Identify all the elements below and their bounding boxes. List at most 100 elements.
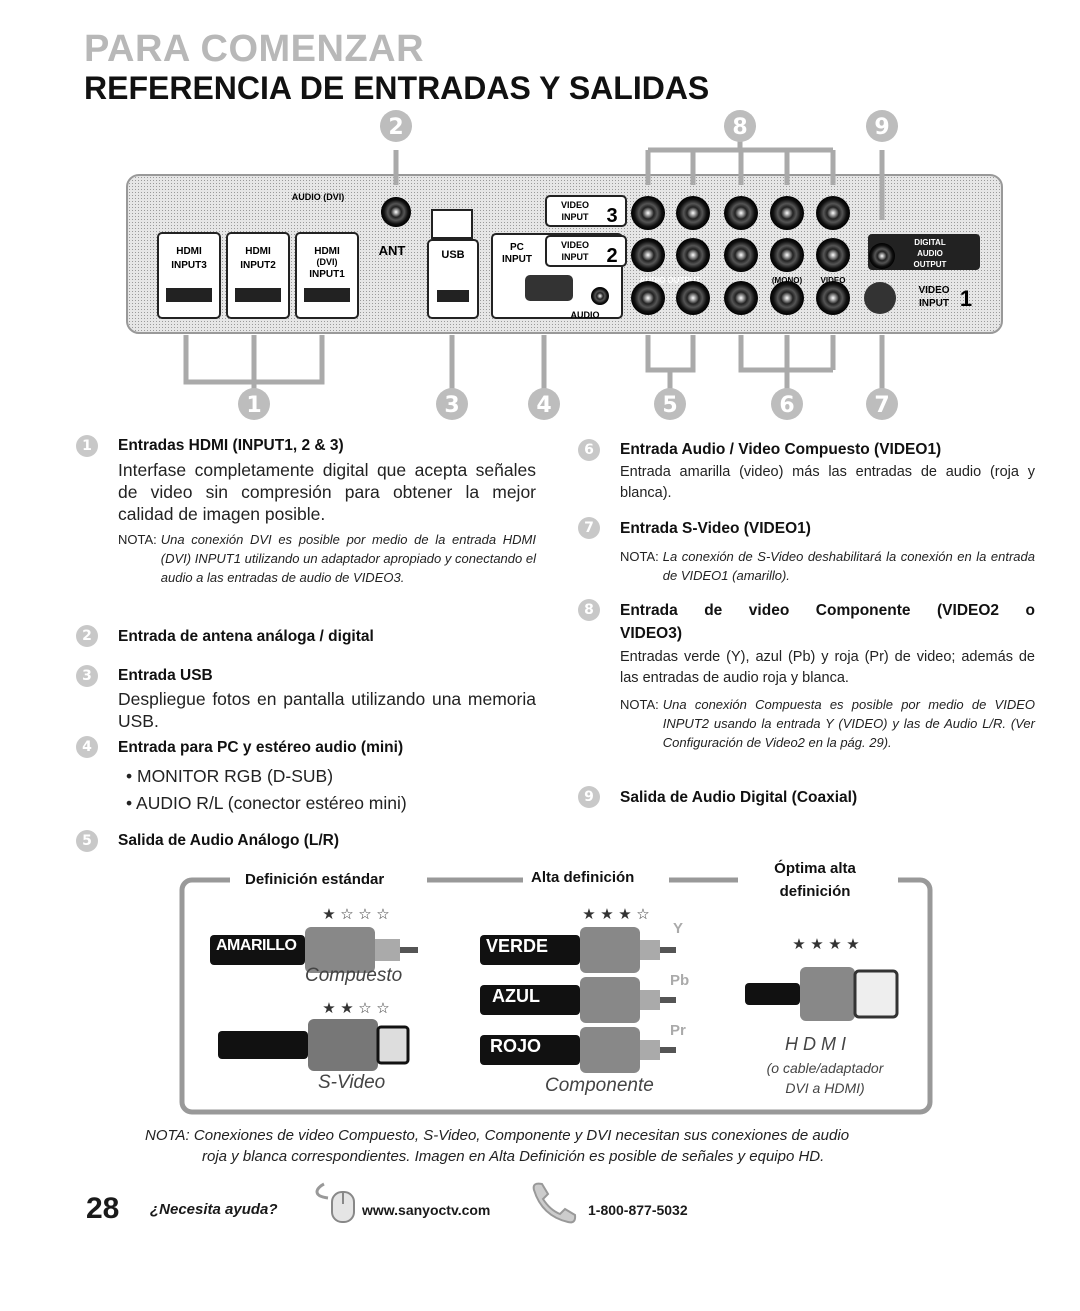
hdmi-caption: H D M I — [785, 1034, 846, 1054]
callout-5: 5 — [662, 393, 677, 418]
composite-cable — [210, 927, 418, 973]
component-caption: Componente — [545, 1075, 654, 1096]
component-cables — [480, 927, 676, 1073]
callout-7: 7 — [874, 393, 889, 418]
amarillo-label: AMARILLO — [216, 937, 297, 954]
rating-star-svideo: ★ — [322, 999, 335, 1017]
callout-8: 8 — [732, 115, 747, 140]
svg-text:VIDEO: VIDEO — [918, 285, 949, 296]
rating-star-compuesto: ☆ — [340, 905, 353, 923]
connector-panel-diagram: 2 8 9 1 3 4 5 6 7 HDMI INPUT3 HDMI INPUT… — [126, 110, 1003, 420]
section-number-1: 1 — [76, 435, 98, 457]
svg-text:OUTPUT: OUTPUT — [914, 260, 947, 269]
svg-text:INPUT2: INPUT2 — [240, 260, 276, 271]
callout-9: 9 — [874, 115, 889, 140]
pb-label: Pb — [670, 972, 690, 989]
composite-input-heading: Entrada Audio / Video Compuesto (VIDEO1) — [620, 441, 942, 458]
svg-text:PC: PC — [510, 242, 524, 253]
rating-star-svideo: ☆ — [358, 999, 371, 1017]
note-text-line2: roja y blanca correspondientes. Imagen e… — [202, 1148, 825, 1165]
mouse-icon — [315, 1182, 355, 1223]
phone-number: 1-800-877-5032 — [588, 1202, 688, 1218]
video-quality-comparison: ★☆☆☆★★☆☆★★★☆★★★★ — [179, 855, 933, 1115]
rating-star-compuesto: ★ — [322, 905, 335, 923]
rating-star-componente: ☆ — [636, 905, 649, 923]
composite-caption: Compuesto — [305, 965, 403, 986]
digital-audio-output-port — [869, 243, 895, 269]
hdmi-inputs-description: Interfase completamente digital que acep… — [118, 460, 536, 524]
antenna-input-heading: Entrada de antena análoga / digital — [118, 628, 374, 645]
svg-text:AUDIO: AUDIO — [917, 249, 943, 258]
section-number-4: 4 — [76, 736, 98, 758]
website-link[interactable]: www.sanyoctv.com — [362, 1202, 491, 1218]
section-number-7: 7 — [578, 517, 600, 539]
rating-star-componente: ★ — [618, 905, 631, 923]
svideo-port — [864, 282, 896, 314]
svg-text:ANT: ANT — [379, 243, 406, 258]
note-text-line1: Conexiones de video Compuesto, S-Video, … — [193, 1127, 850, 1144]
antenna-port — [381, 197, 411, 227]
section-number-9: 9 — [578, 786, 600, 808]
svg-text:USB: USB — [441, 249, 464, 261]
hdmi-note-line1: (o cable/adaptador — [766, 1060, 884, 1076]
phone-icon — [532, 1182, 577, 1224]
callout-4: 4 — [536, 393, 551, 418]
analog-audio-output-heading: Salida de Audio Análogo (L/R) — [118, 832, 340, 849]
pc-bullet-audio: • AUDIO R/L (conector estéreo mini) — [126, 793, 407, 813]
svideo-input-heading: Entrada S-Video (VIDEO1) — [620, 520, 811, 537]
svg-text:3: 3 — [606, 205, 617, 227]
rating-star-hdmi: ★ — [792, 935, 805, 953]
azul-label: AZUL — [492, 986, 540, 1006]
svg-text:INPUT: INPUT — [502, 254, 532, 265]
section-number-6: 6 — [578, 439, 600, 461]
svg-text:VIDEO: VIDEO — [561, 240, 589, 250]
svg-text:HDMI: HDMI — [245, 246, 271, 257]
note-text: Una conexión DVI es posible por medio de… — [160, 532, 536, 585]
rating-star-svideo: ★ — [340, 999, 353, 1017]
rating-star-hdmi: ★ — [810, 935, 823, 953]
page-title: REFERENCIA DE ENTRADAS Y SALIDAS — [84, 70, 710, 106]
rating-star-componente: ★ — [600, 905, 613, 923]
component-input-heading-line2: VIDEO3) — [620, 625, 683, 642]
note-label: NOTA: — [620, 697, 659, 712]
bottom-note-line1: NOTA: Conexiones de video Compuesto, S-V… — [145, 1125, 849, 1146]
pc-input-heading: Entrada para PC y estéreo audio (mini) — [118, 739, 404, 756]
page-number: 28 — [86, 1192, 120, 1225]
svg-text:HDMI: HDMI — [176, 246, 202, 257]
rating-star-compuesto: ☆ — [358, 905, 371, 923]
component-input-heading-line1: Entrada de video Componente (VIDEO2 o — [620, 602, 1035, 619]
component-note: NOTA: Una conexión Compuesta es posible … — [620, 695, 1035, 752]
rojo-label: ROJO — [490, 1036, 542, 1056]
optimal-hd-label-line2: definición — [779, 883, 851, 900]
note-label: NOTA: — [118, 532, 157, 547]
callout-3: 3 — [444, 393, 459, 418]
svg-text:HDMI: HDMI — [314, 246, 340, 257]
rating-star-hdmi: ★ — [846, 935, 859, 953]
svg-text:INPUT: INPUT — [919, 298, 949, 309]
svg-text:AUDIO: AUDIO — [571, 310, 600, 320]
section-number-2: 2 — [76, 625, 98, 647]
note-label: NOTA: — [620, 549, 659, 564]
pc-bullet-rgb: • MONITOR RGB (D-SUB) — [126, 766, 334, 786]
standard-definition-label: Definición estándar — [245, 871, 385, 888]
svg-text:INPUT3: INPUT3 — [171, 260, 207, 271]
svg-text:2: 2 — [606, 245, 617, 267]
section-number-3: 3 — [76, 665, 98, 687]
callout-2: 2 — [388, 115, 403, 140]
hdmi-inputs-heading: Entradas HDMI (INPUT1, 2 & 3) — [118, 437, 344, 454]
svg-text:VIDEO: VIDEO — [561, 200, 589, 210]
svideo-note: NOTA: La conexión de S-Video deshabilita… — [620, 547, 1035, 585]
usb-input-description: Despliegue fotos en pantalla utilizando … — [118, 689, 536, 731]
usb-input-heading: Entrada USB — [118, 667, 213, 684]
note-text: La conexión de S-Video deshabilitará la … — [662, 549, 1035, 583]
hdmi-cable — [745, 967, 899, 1021]
section-title: PARA COMENZAR — [84, 28, 425, 70]
svideo-caption: S-Video — [318, 1072, 386, 1093]
svg-text:INPUT: INPUT — [562, 252, 590, 262]
svg-text:(MONO): (MONO) — [772, 276, 803, 285]
note-text: Una conexión Compuesta es posible por me… — [662, 697, 1035, 750]
svg-text:DIGITAL: DIGITAL — [914, 238, 946, 247]
svg-text:1: 1 — [960, 286, 972, 311]
composite-input-description: Entrada amarilla (video) más las entrada… — [620, 464, 1035, 501]
svg-text:AUDIO (DVI): AUDIO (DVI) — [292, 192, 345, 202]
